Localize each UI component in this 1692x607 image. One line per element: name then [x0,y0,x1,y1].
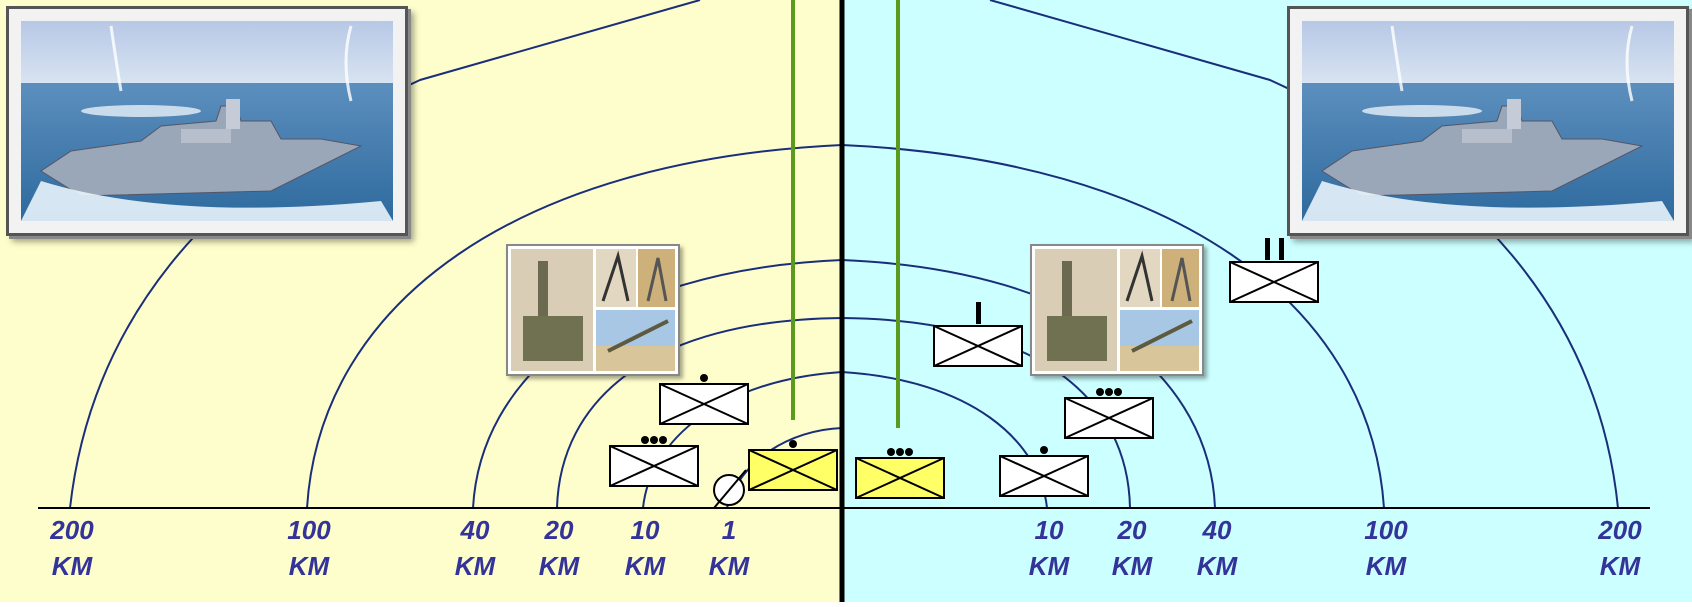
ship-image-right [1287,6,1689,236]
range-label-left-20: 20 KM [514,512,604,584]
artillery-image-icon [511,249,675,371]
range-unit: KM [51,551,93,581]
range-unit: KM [288,551,330,581]
range-label-right-40: 40 KM [1172,512,1262,584]
right-platoon-symbol [1064,388,1154,439]
null-circle-icon [713,469,747,509]
range-value: 20 [544,515,574,545]
range-unit: KM [538,551,580,581]
left-section-highlight-symbol [748,440,838,491]
range-value: 10 [630,515,660,545]
range-value: 40 [1202,515,1232,545]
ship-image-icon [21,21,393,221]
range-label-right-20: 20 KM [1087,512,1177,584]
range-label-right-200: 200 KM [1575,512,1665,584]
left-platoon-symbol [609,436,699,487]
range-value: 100 [1364,515,1408,545]
range-unit: KM [1196,551,1238,581]
ship-image-icon [1302,21,1674,221]
range-value: 40 [460,515,490,545]
range-unit: KM [1028,551,1070,581]
range-label-right-100: 100 KM [1341,512,1431,584]
range-label-left-10: 10 KM [600,512,690,584]
arc-right-100km [841,144,1385,509]
range-unit: KM [1365,551,1407,581]
range-label-left-200: 200 KM [27,512,117,584]
right-platoon-highlight-symbol [855,448,945,499]
range-unit: KM [1599,551,1641,581]
right-section-symbol [999,446,1089,497]
artillery-image-left [506,244,680,376]
range-label-left-1: 1 KM [684,512,774,584]
range-unit: KM [454,551,496,581]
range-value: 10 [1034,515,1064,545]
range-unit: KM [1111,551,1153,581]
left-squad-symbol [659,374,749,425]
unit-symbols [609,238,1319,499]
range-unit: KM [624,551,666,581]
range-label-right-10: 10 KM [1004,512,1094,584]
range-value: 100 [287,515,331,545]
range-label-left-100: 100 KM [264,512,354,584]
artillery-image-right [1030,244,1204,376]
ship-image-left [6,6,408,236]
range-value: 20 [1117,515,1147,545]
arc-left-100km [306,144,843,509]
right-company-symbol [933,302,1023,367]
right-battalion-symbol [1229,238,1319,303]
artillery-image-icon [1035,249,1199,371]
range-unit: KM [708,551,750,581]
range-value: 200 [1598,515,1642,545]
range-value: 200 [50,515,94,545]
range-label-left-40: 40 KM [430,512,520,584]
range-value: 1 [721,515,737,545]
